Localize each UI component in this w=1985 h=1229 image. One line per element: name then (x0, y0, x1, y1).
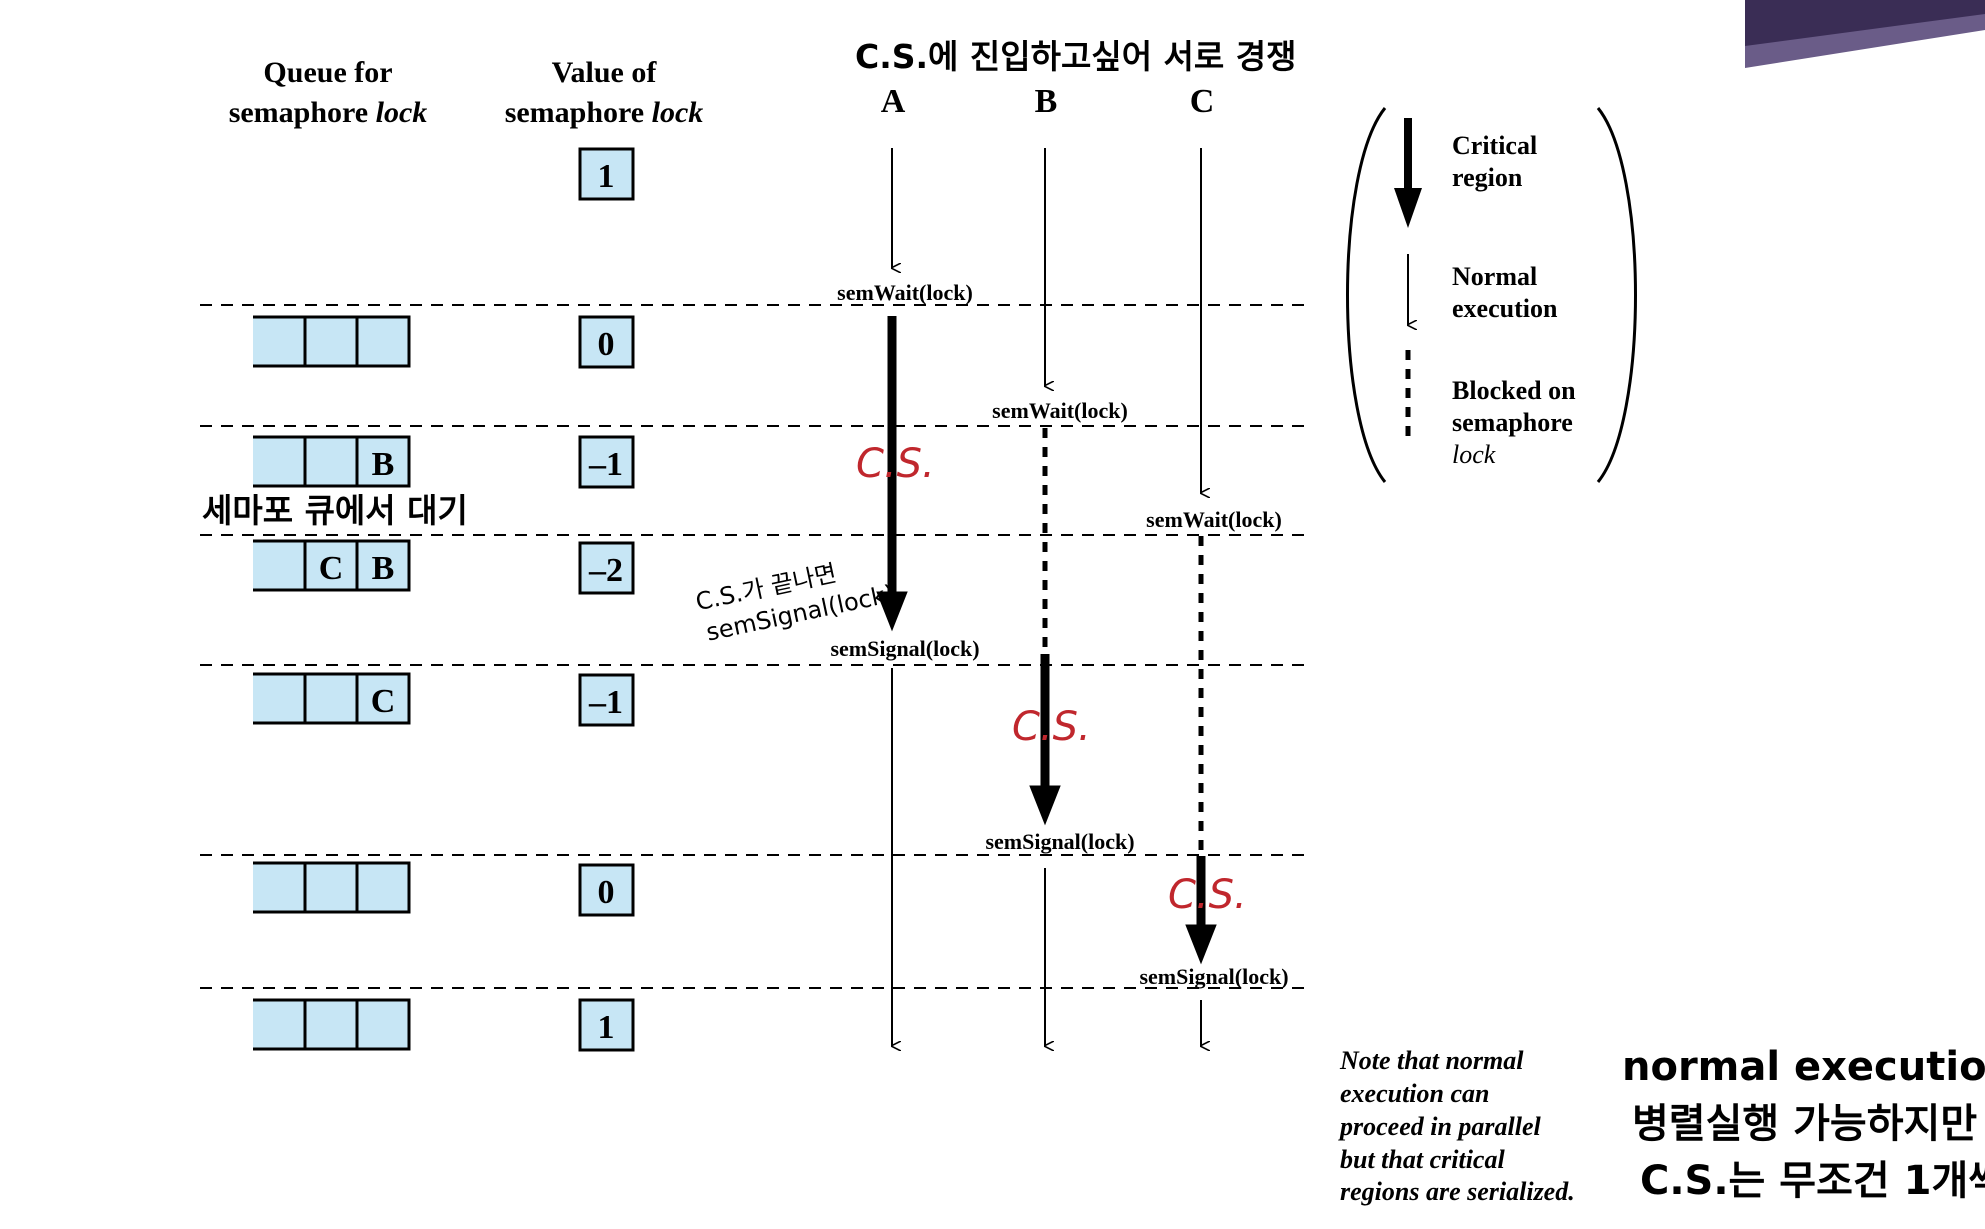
legend-critical-arrowhead (1394, 188, 1422, 228)
legend-normal-line1: Normal (1452, 262, 1537, 291)
value-box: 1 (578, 998, 635, 1052)
value-text: 0 (598, 326, 615, 363)
cs-annotations: C.S. C.S. C.S. (856, 441, 1247, 918)
legend-critical-line1: Critical (1452, 131, 1537, 160)
value-text: –2 (588, 552, 623, 589)
queue-slot: C (319, 550, 344, 587)
event-label-sem-signal-b: semSignal(lock) (985, 829, 1134, 854)
value-box: –1 (578, 673, 635, 727)
process-label-b: B (1035, 83, 1058, 120)
annotation-bottom-line1: normal execution은 (1622, 1044, 1985, 1090)
timeline-c (1185, 148, 1217, 1046)
event-label-sem-wait-a: semWait(lock) (837, 280, 973, 305)
queue: C (253, 672, 411, 725)
queue: C B (253, 539, 411, 592)
value-text: 1 (598, 158, 615, 195)
queue (253, 861, 411, 914)
value-box: –1 (578, 435, 635, 489)
value-text: 0 (598, 874, 615, 911)
annotation-bottom-line3: C.S.는 무조건 1개씩 (1640, 1158, 1985, 1204)
value-header-line1: Value of (552, 56, 658, 89)
annotation-bottom-line2: 병렬실행 가능하지만 (1632, 1101, 1977, 1147)
timeline-a (876, 148, 908, 1046)
value-box: 1 (578, 147, 635, 201)
cs-label-c: C.S. (1168, 872, 1247, 918)
critical-arrowhead (1185, 924, 1217, 965)
value-text: –1 (588, 684, 623, 721)
annotation-bottom: normal execution은 병렬실행 가능하지만 C.S.는 무조건 1… (1622, 1044, 1985, 1204)
annotation-cs-end: C.S.가 끝나면 semSignal(lock) (693, 559, 897, 647)
event-label-sem-wait-c: semWait(lock) (1146, 507, 1282, 532)
critical-arrowhead (876, 591, 908, 632)
value-box: 0 (578, 863, 635, 917)
legend-blocked-line1: Blocked on (1452, 376, 1576, 405)
queue (253, 315, 411, 368)
event-labels: semWait(lock) semWait(lock) semWait(lock… (830, 280, 1288, 989)
value-header-line2: semaphore lock (505, 96, 704, 129)
legend: Critical region Normal execution Blocked… (1346, 107, 1637, 483)
note-line: proceed in parallel (1338, 1112, 1542, 1141)
cs-label-b: C.S. (1012, 704, 1091, 750)
queue-header: Queue for semaphore lock (229, 56, 428, 129)
queue-slot: C (371, 683, 396, 720)
queues: B C B C (253, 315, 411, 1051)
note-line: but that critical (1340, 1145, 1505, 1174)
note-line: Note that normal (1339, 1046, 1524, 1075)
note-line: execution can (1340, 1079, 1490, 1108)
corner-decoration (1745, 0, 1985, 68)
annotation-queue-wait: 세마포 큐에서 대기 (202, 491, 468, 530)
note: Note that normal execution can proceed i… (1338, 1046, 1575, 1206)
queue (253, 998, 411, 1051)
legend-blocked-line2: semaphore (1452, 408, 1573, 437)
queue-slot: B (372, 550, 395, 587)
event-label-sem-signal-a: semSignal(lock) (830, 636, 979, 661)
event-label-sem-wait-b: semWait(lock) (992, 398, 1128, 423)
timeline-b (1029, 148, 1061, 1046)
process-label-a: A (881, 83, 906, 120)
value-text: 1 (598, 1009, 615, 1046)
queue-header-line1: Queue for (263, 56, 392, 89)
value-box: –2 (578, 541, 635, 595)
queue-header-line2: semaphore lock (229, 96, 428, 129)
note-line: regions are serialized. (1340, 1177, 1575, 1206)
legend-left-bracket (1346, 107, 1387, 483)
annotation-compete: C.S.에 진입하고싶어 서로 경쟁 (855, 37, 1296, 76)
event-label-sem-signal-c: semSignal(lock) (1139, 964, 1288, 989)
value-boxes: 1 0 –1 –2 –1 0 1 (578, 147, 635, 1052)
process-label-c: C (1190, 83, 1215, 120)
separators (200, 304, 1312, 989)
queue: B (253, 435, 411, 488)
cs-label-a: C.S. (856, 441, 935, 487)
value-text: –1 (588, 446, 623, 483)
legend-normal-line2: execution (1452, 294, 1558, 323)
critical-arrowhead (1029, 785, 1061, 826)
queue-slot: B (372, 446, 395, 483)
legend-blocked-line3: lock (1452, 440, 1496, 469)
legend-right-bracket (1596, 107, 1637, 483)
legend-critical-line2: region (1452, 163, 1523, 192)
value-header: Value of semaphore lock (505, 56, 704, 129)
process-labels: A B C (881, 83, 1215, 120)
value-box: 0 (578, 315, 635, 369)
